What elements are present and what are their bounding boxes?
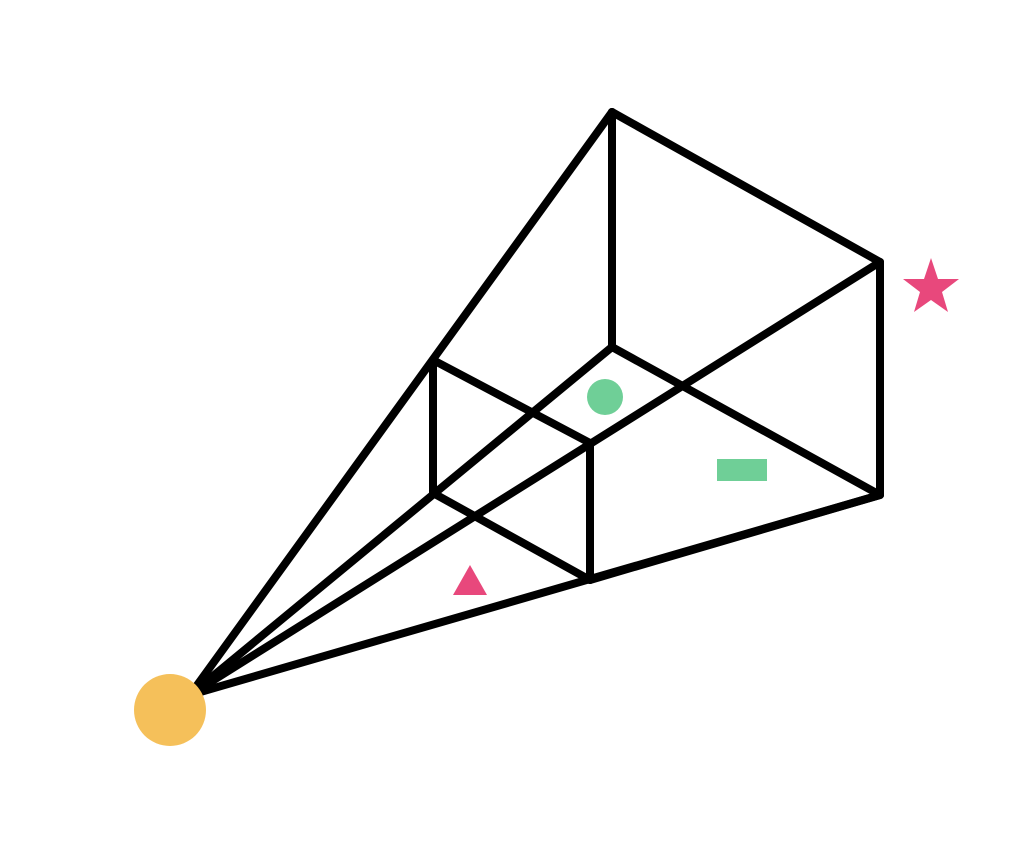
frustum-ray-right [186,258,884,699]
far-plane-edge-bottom [608,343,884,499]
far-plane-edge-top [608,108,884,266]
frustum-ray-top [186,108,616,699]
near-plane [429,356,594,584]
inside-rectangle-object [717,459,767,481]
frustum-ray-back [186,343,616,699]
frustum-wireframe [186,108,884,699]
camera-origin-dot [134,674,206,746]
inside-circle-object [587,379,623,415]
outside-triangle-object [453,565,487,595]
frustum-edge-lower [586,491,884,584]
outside-star-object [903,258,959,312]
